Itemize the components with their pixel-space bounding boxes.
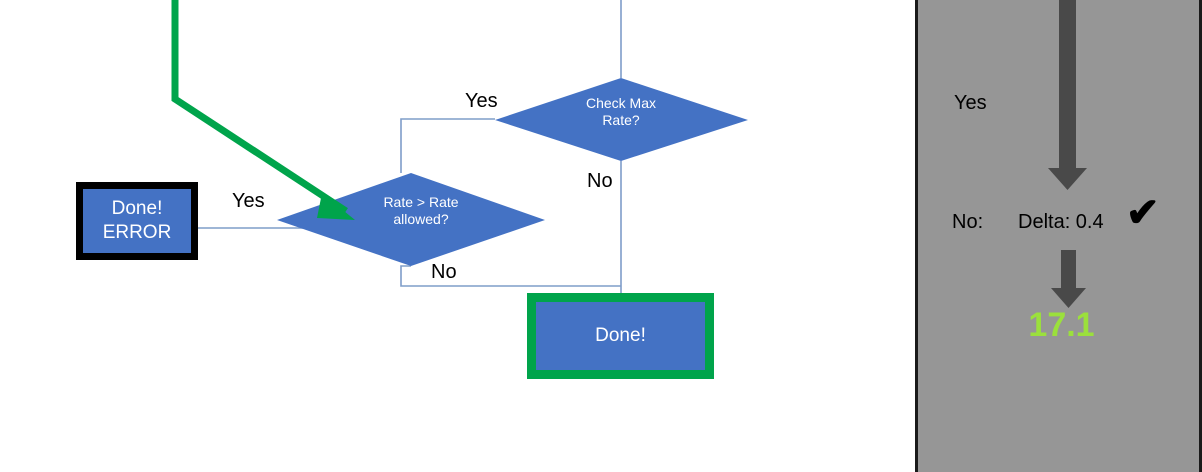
panel-result-value: 17.1 xyxy=(1028,306,1095,344)
rate-gt-rate-diamond[interactable] xyxy=(277,173,545,266)
highlight-path-green xyxy=(171,0,348,214)
done-node[interactable]: Done! xyxy=(527,293,714,379)
highlight-arrowhead-green xyxy=(317,193,355,220)
done-error-label: Done! ERROR xyxy=(102,198,172,243)
flowchart-connectors xyxy=(171,0,748,294)
down-arrow-long xyxy=(1048,0,1087,190)
flowchart-canvas: Check Max Rate? Rate > Rate allowed? Don… xyxy=(76,0,748,379)
panel-yes-label: Yes xyxy=(954,92,987,114)
panel-delta-value: Delta: 0.4 xyxy=(1018,211,1104,233)
panel-no-label: No: xyxy=(952,211,984,233)
connector-no-rate-gt-rate xyxy=(400,265,621,287)
side-panel: Yes No: Delta: 0.4 ✔ 17.1 xyxy=(915,0,1202,472)
connector-yes-check-max-rate xyxy=(400,118,495,173)
check-mark-icon: ✔ xyxy=(1126,191,1160,235)
check-max-rate-diamond[interactable] xyxy=(495,78,748,161)
side-panel-arrows xyxy=(1048,0,1087,308)
done-label: Done! xyxy=(595,325,646,346)
done-error-node[interactable]: Done! ERROR xyxy=(76,182,198,260)
down-arrow-short xyxy=(1051,250,1086,308)
